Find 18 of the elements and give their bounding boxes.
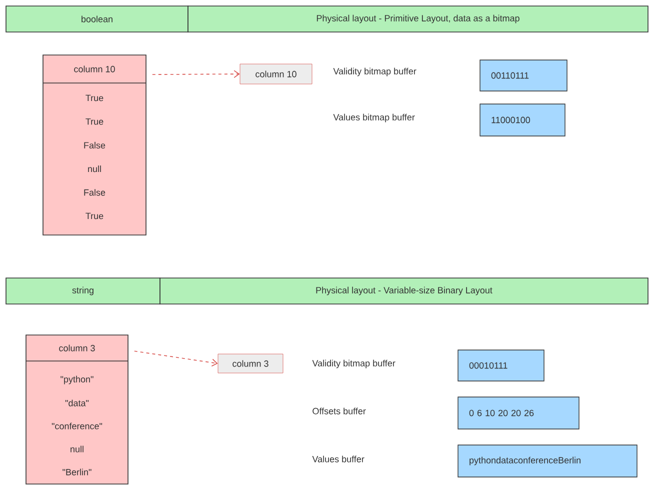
- column-box: column 10: [240, 64, 312, 84]
- buffer-label: Validity bitmap buffer: [312, 360, 396, 368]
- buffer-box: 00110111: [480, 60, 568, 92]
- header-cell: string: [6, 278, 160, 304]
- column-box: column 3: [218, 354, 284, 374]
- arrow: [152, 70, 240, 78]
- buffer-label: Values bitmap buffer: [333, 114, 415, 122]
- header-cell: boolean: [6, 6, 188, 32]
- arrow: [134, 350, 218, 367]
- buffer-box: 0 6 10 20 20 26: [458, 396, 580, 430]
- buffer-box: 11000100: [480, 104, 566, 136]
- table-box: column 3 "python" "data" "conference" null "Berlin": [26, 334, 128, 484]
- buffer-label: Offsets buffer: [312, 408, 366, 414]
- buffer-box: pythondataconferenceBerlin: [458, 444, 638, 478]
- buffer-label: Validity bitmap buffer: [333, 68, 416, 76]
- buffer-box: 00010111: [458, 350, 544, 382]
- buffer-label: Values buffer: [312, 456, 364, 462]
- table-box: column 10 True True False null False True: [42, 54, 146, 236]
